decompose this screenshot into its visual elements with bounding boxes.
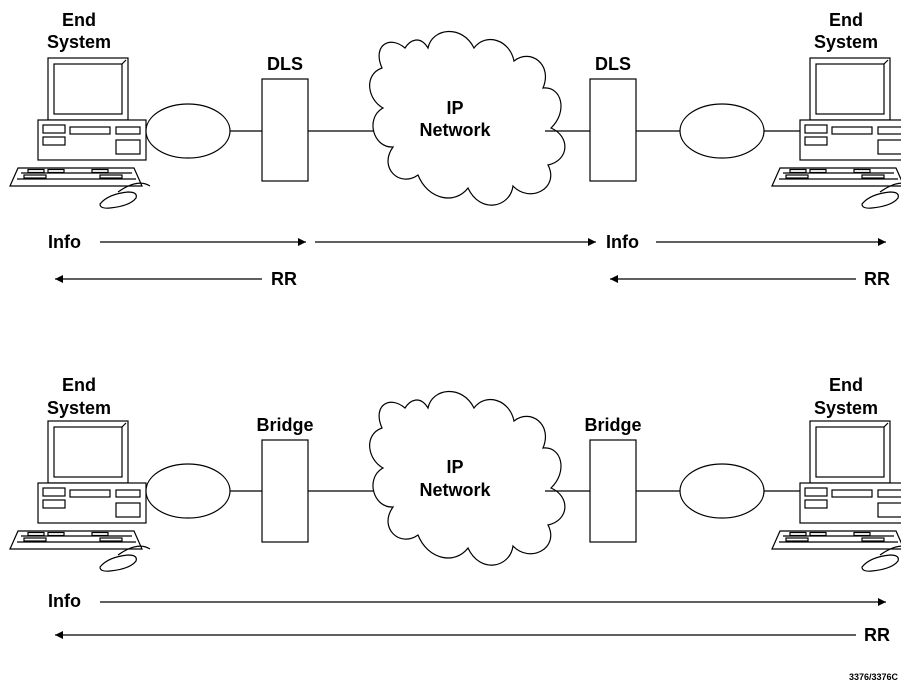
dls-box-right bbox=[589, 78, 637, 182]
end-system-label-right-line1: End bbox=[829, 10, 863, 30]
dls-box-left bbox=[261, 78, 309, 182]
end-system-label-right-line2: System bbox=[814, 398, 878, 418]
bottom-diagram: End System End System Bridge IP Network … bbox=[9, 375, 901, 645]
lan-ellipse-left bbox=[145, 103, 231, 159]
ip-network-cloud-top bbox=[369, 30, 566, 206]
rr-label-left: RR bbox=[271, 269, 297, 289]
figure-id: 3376/3376C bbox=[849, 672, 899, 682]
cloud-label-bottom-line2: Network bbox=[419, 480, 491, 500]
end-system-label-left-line2: System bbox=[47, 32, 111, 52]
cloud-label-top-line1: IP bbox=[446, 98, 463, 118]
end-system-label-right-line2: System bbox=[814, 32, 878, 52]
computer-icon-left bbox=[9, 420, 151, 572]
end-system-label-left-line1: End bbox=[62, 375, 96, 395]
info-label-right: Info bbox=[606, 232, 639, 252]
dls-label-right: DLS bbox=[595, 54, 631, 74]
ip-network-cloud-bottom bbox=[369, 390, 566, 566]
computer-icon-left bbox=[9, 57, 151, 209]
top-diagram: End System End System DLS IP Network DLS… bbox=[9, 10, 901, 289]
lan-ellipse-left bbox=[145, 463, 231, 519]
computer-icon-right bbox=[771, 420, 901, 572]
info-label-left: Info bbox=[48, 232, 81, 252]
bridge-label-left: Bridge bbox=[256, 415, 313, 435]
bridge-box-right bbox=[589, 439, 637, 543]
end-system-label-left-line2: System bbox=[47, 398, 111, 418]
computer-icon-right bbox=[771, 57, 901, 209]
lan-ellipse-right bbox=[679, 463, 765, 519]
end-system-label-right-line1: End bbox=[829, 375, 863, 395]
end-system-label-left-line1: End bbox=[62, 10, 96, 30]
cloud-label-top-line2: Network bbox=[419, 120, 491, 140]
lan-ellipse-right bbox=[679, 103, 765, 159]
bridge-label-right: Bridge bbox=[584, 415, 641, 435]
bridge-box-left bbox=[261, 439, 309, 543]
dls-label-left: DLS bbox=[267, 54, 303, 74]
cloud-label-bottom-line1: IP bbox=[446, 457, 463, 477]
rr-label: RR bbox=[864, 625, 890, 645]
rr-label-right: RR bbox=[864, 269, 890, 289]
info-label: Info bbox=[48, 591, 81, 611]
